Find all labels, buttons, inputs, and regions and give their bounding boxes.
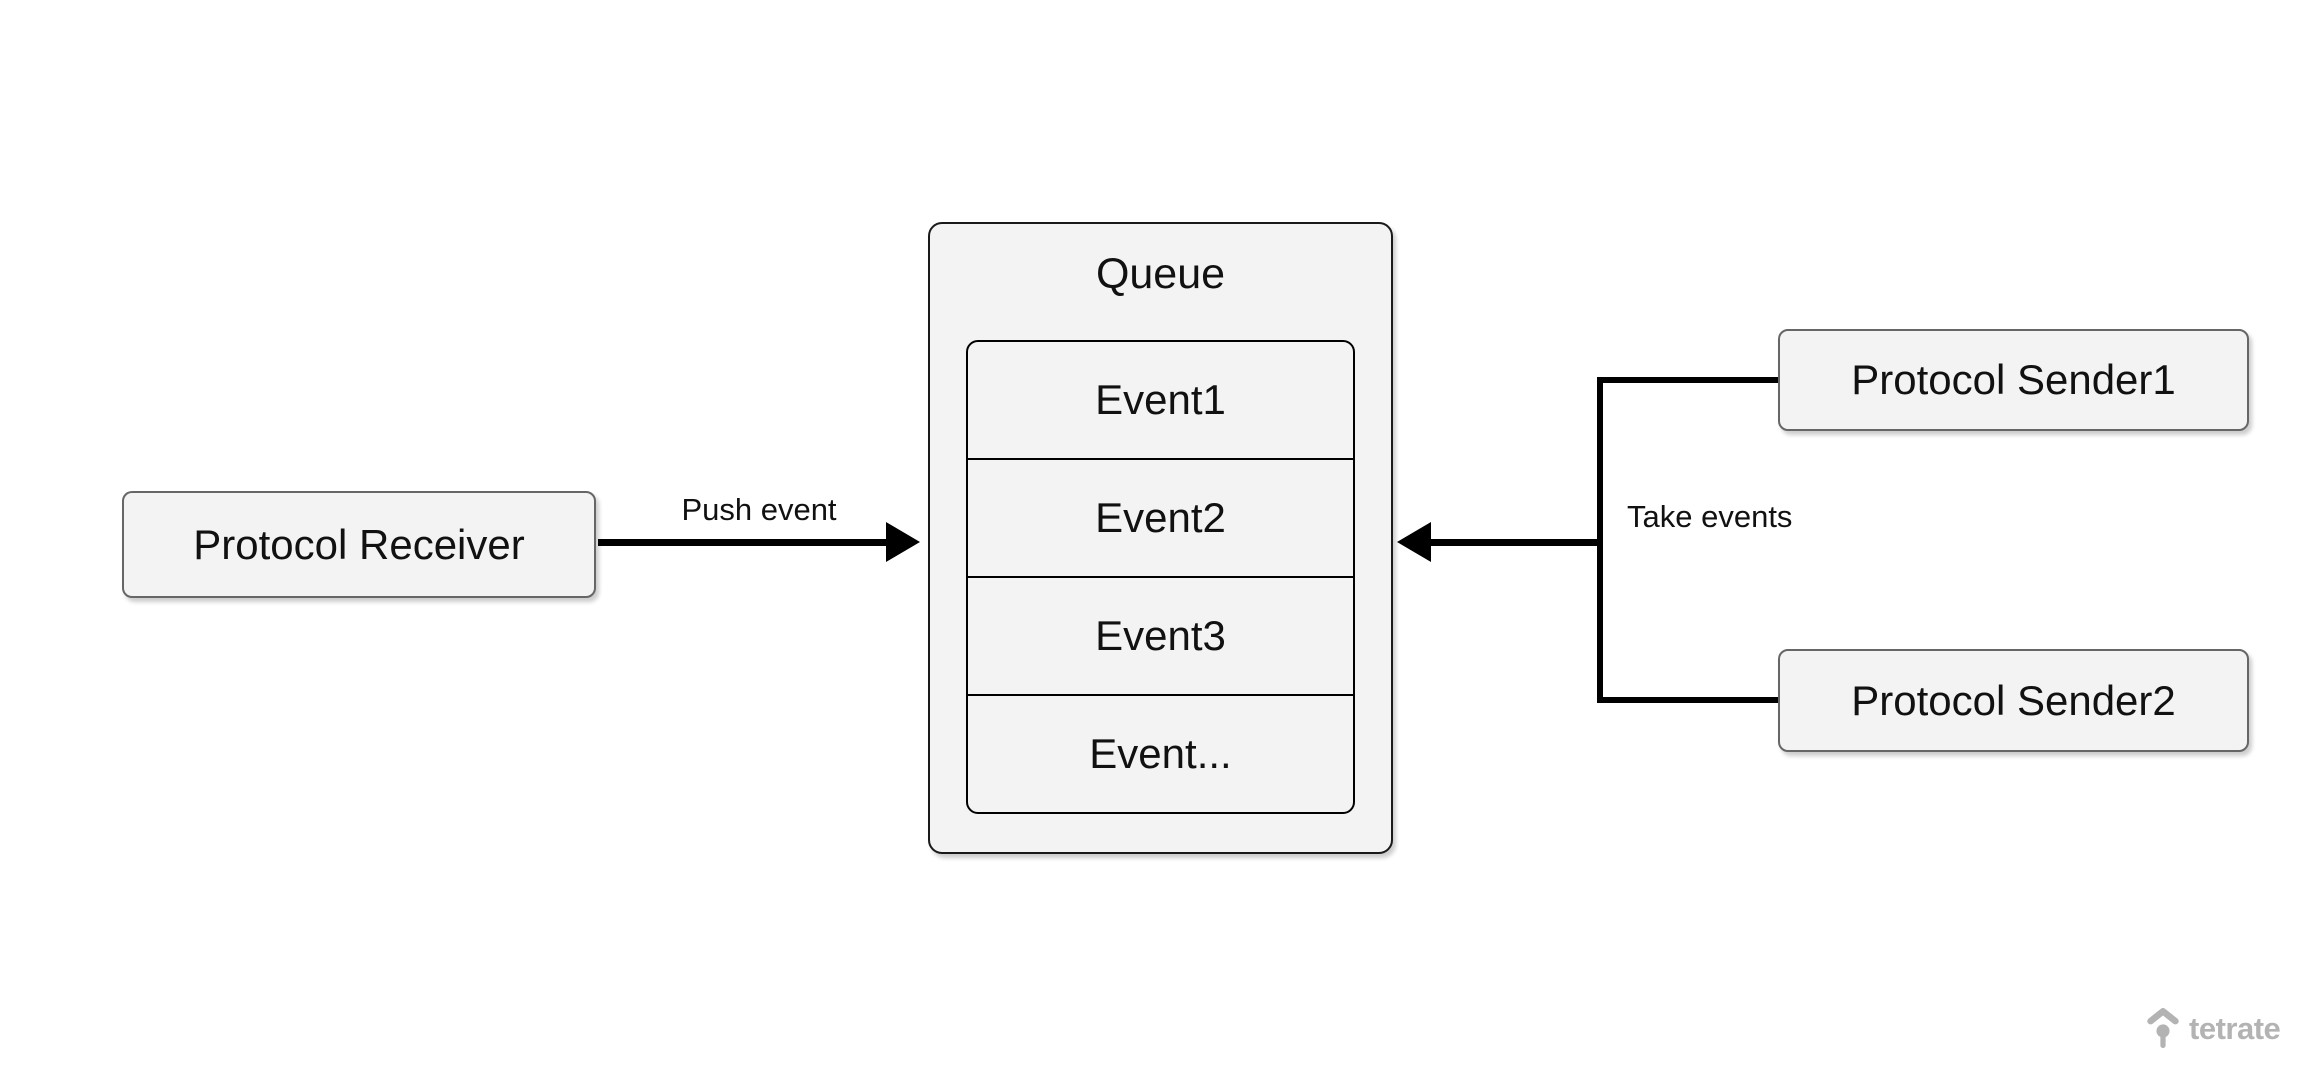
queue-title: Queue (1095, 250, 1226, 298)
queue-event-row: Event1 (1095, 376, 1226, 423)
node-protocol-sender2: Protocol Sender2 (1778, 649, 2249, 752)
queue-event-row: Event3 (968, 576, 1353, 694)
tetrate-logo: tetrate (2146, 1008, 2281, 1050)
node-protocol-receiver-label: Protocol Receiver (193, 520, 525, 568)
node-protocol-sender2-label: Protocol Sender2 (1851, 676, 2176, 724)
queue-event-stack: Event1 Event2 Event3 Event... (966, 340, 1355, 814)
edge-take-events-branch-sender2 (1597, 697, 1778, 703)
tetrate-logo-icon (2147, 1008, 2179, 1048)
node-protocol-receiver: Protocol Receiver (122, 491, 596, 598)
edge-take-events-label: Take events (1627, 499, 1793, 534)
queue-event-row: Event2 (968, 458, 1353, 576)
edge-take-events-branch-sender1 (1597, 377, 1778, 383)
edge-take-events-bracket-vertical (1597, 377, 1603, 703)
edge-take-events-line (1431, 539, 1603, 546)
queue-event-row: Event... (968, 694, 1353, 812)
tetrate-logo-text: tetrate (2189, 1011, 2281, 1046)
node-protocol-sender1: Protocol Sender1 (1778, 329, 2249, 431)
edge-push-event-label: Push event (681, 492, 837, 527)
node-queue-container: Queue Event1 Event2 Event3 Event... (928, 222, 1393, 854)
node-protocol-sender1-label: Protocol Sender1 (1851, 356, 2176, 403)
edge-push-event-line (598, 539, 886, 546)
arrowhead-right-icon (886, 522, 920, 562)
arrowhead-left-icon (1397, 522, 1431, 562)
